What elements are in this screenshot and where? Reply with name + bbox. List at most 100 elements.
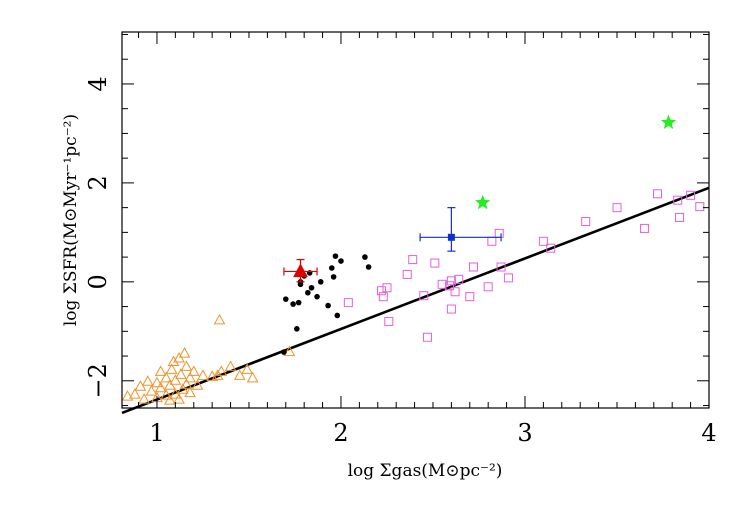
plot-marks [121, 114, 710, 415]
point-open-triangle-28 [191, 379, 204, 390]
point-open-triangle-3 [138, 393, 150, 404]
point-open-triangle-0 [121, 390, 134, 401]
point-open-square-9 [430, 258, 440, 268]
point-open-triangle-27 [187, 365, 200, 376]
point-open-triangle-25 [184, 371, 196, 383]
point-open-triangle-9 [154, 381, 167, 393]
point-open-square-1 [376, 286, 386, 296]
point-filled-circle-4 [295, 299, 302, 306]
y-tick-label: 2 [84, 175, 112, 190]
point-open-square-4 [384, 316, 394, 326]
y-tick-label: 4 [84, 76, 112, 91]
point-filled-star-0 [475, 194, 491, 210]
point-open-triangle-35 [233, 369, 246, 380]
point-open-square-16 [465, 292, 475, 302]
point-open-square-26 [612, 203, 622, 213]
point-open-triangle-17 [169, 374, 182, 385]
y-axis-label: log ΣSFR(M⊙Myr⁻¹pc⁻²) [61, 114, 81, 326]
point-open-triangle-10 [160, 389, 173, 400]
point-filled-circle-12 [317, 279, 324, 285]
point-filled-circle-15 [330, 274, 337, 280]
point-open-square-14 [450, 287, 460, 297]
point-open-triangle-4 [141, 375, 154, 386]
point-open-square-5 [402, 269, 412, 279]
point-open-square-17 [468, 262, 478, 272]
fit-line [121, 186, 710, 415]
point-open-triangle-29 [197, 369, 209, 380]
point-open-triangle-15 [167, 355, 180, 366]
point-open-square-20 [494, 228, 504, 238]
y-tick-label: −2 [84, 363, 112, 398]
point-open-triangle-7 [151, 376, 163, 388]
point-open-triangle-18 [173, 393, 185, 404]
point-open-square-11 [445, 281, 455, 291]
y-tick-label: 0 [84, 274, 112, 289]
point-open-square-15 [454, 274, 464, 284]
point-open-triangle-33 [215, 365, 228, 376]
point-filled-circle-19 [362, 254, 368, 260]
point-open-square-27 [640, 223, 650, 233]
point-filled-circle-18 [338, 258, 344, 264]
point-open-triangle-37 [246, 371, 259, 383]
point-filled-square-0 [447, 233, 455, 241]
point-open-triangle-11 [160, 371, 173, 383]
point-open-triangle-14 [165, 363, 178, 374]
x-tick-label: 3 [517, 419, 532, 447]
point-open-square-0 [343, 298, 353, 308]
point-open-triangle-26 [184, 386, 196, 398]
x-axis-label: log Σgas(M⊙pc⁻²) [348, 461, 503, 481]
plot-frame [121, 31, 710, 409]
point-open-square-28 [652, 189, 662, 199]
point-open-triangle-12 [163, 394, 176, 405]
point-open-triangle-23 [180, 378, 193, 389]
point-open-triangle-1 [129, 388, 141, 399]
point-open-triangle-5 [145, 385, 158, 396]
point-filled-triangle-0 [293, 263, 308, 277]
point-open-square-8 [422, 332, 432, 342]
point-open-square-31 [686, 190, 696, 200]
point-open-triangle-32 [213, 313, 226, 325]
point-open-square-23 [538, 236, 548, 246]
point-open-square-18 [483, 282, 493, 292]
point-open-square-21 [496, 262, 506, 272]
point-open-triangle-38 [283, 345, 296, 357]
point-filled-circle-0 [281, 349, 287, 355]
point-filled-circle-13 [325, 302, 331, 309]
point-open-square-29 [673, 195, 683, 205]
point-filled-circle-20 [365, 264, 372, 270]
point-open-square-7 [419, 291, 429, 301]
point-open-triangle-22 [178, 347, 191, 358]
point-open-square-12 [446, 304, 456, 314]
point-filled-circle-17 [334, 312, 341, 319]
point-open-square-30 [675, 213, 685, 223]
x-tick-label: 1 [149, 419, 164, 447]
point-open-square-13 [446, 276, 456, 286]
point-open-triangle-36 [241, 363, 253, 374]
point-open-triangle-24 [180, 360, 193, 371]
point-filled-circle-6 [297, 281, 304, 288]
point-open-square-3 [382, 283, 392, 293]
point-filled-circle-10 [308, 284, 315, 291]
point-filled-circle-14 [328, 265, 335, 271]
point-filled-circle-2 [290, 301, 296, 307]
point-filled-circle-8 [305, 289, 311, 296]
point-filled-circle-11 [314, 293, 320, 300]
point-filled-star-1 [660, 114, 677, 129]
point-open-square-10 [437, 279, 447, 289]
point-open-square-19 [487, 236, 497, 246]
point-open-square-25 [581, 216, 591, 226]
point-open-triangle-8 [154, 365, 167, 376]
point-open-square-24 [546, 243, 556, 253]
point-open-triangle-20 [175, 368, 187, 379]
point-filled-circle-1 [282, 296, 289, 302]
point-filled-circle-3 [294, 326, 300, 332]
point-open-square-2 [378, 292, 388, 302]
point-open-triangle-31 [211, 369, 224, 380]
point-filled-circle-16 [332, 253, 339, 259]
point-open-square-22 [503, 273, 513, 283]
point-open-square-6 [408, 255, 418, 265]
point-open-square-32 [695, 202, 705, 212]
x-tick-label: 4 [701, 419, 716, 447]
